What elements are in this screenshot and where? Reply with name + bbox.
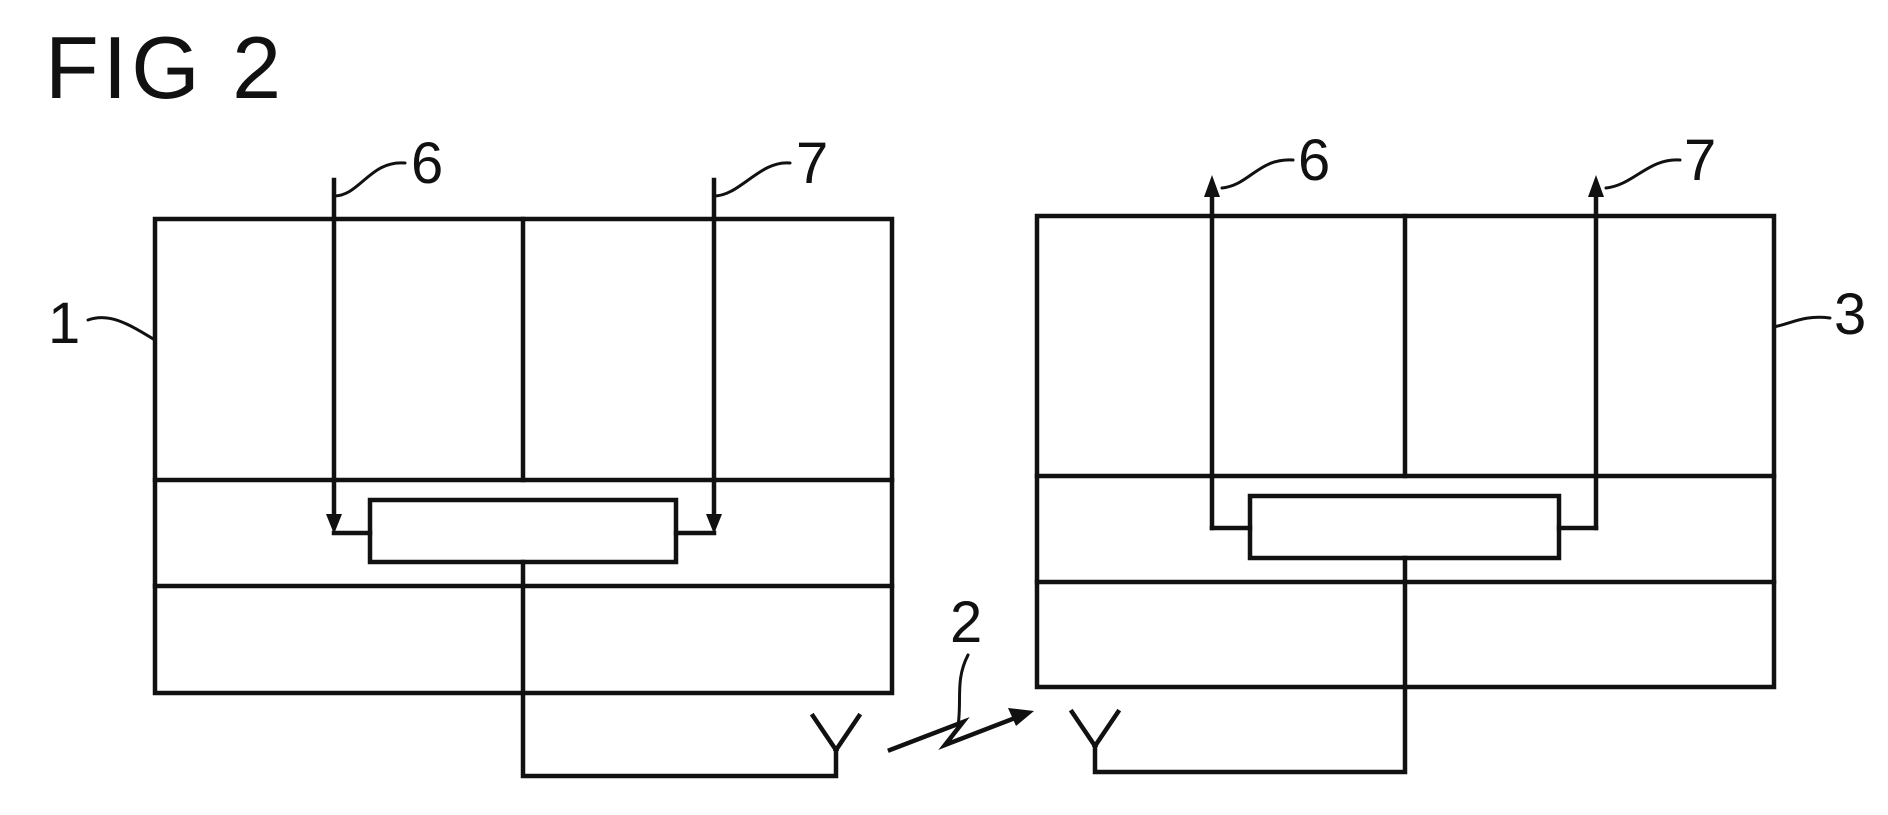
- label-7-left: 7: [796, 131, 828, 196]
- leader-1: [88, 318, 155, 340]
- transmitter-unit: [155, 180, 892, 776]
- label-7-right: 7: [1684, 128, 1716, 193]
- leader-6-left: [334, 163, 405, 196]
- receiver-antenna-feed: [1095, 558, 1405, 772]
- leader-3: [1774, 317, 1830, 327]
- wireless-link: [890, 708, 1034, 750]
- label-6-right: 6: [1298, 128, 1330, 193]
- receiver-unit: [1037, 175, 1774, 772]
- label-2: 2: [950, 590, 982, 655]
- leader-2: [958, 655, 968, 726]
- figure-title: FIG 2: [45, 18, 285, 117]
- leader-7-right: [1606, 160, 1680, 188]
- transmitter-antenna-icon: [813, 716, 859, 750]
- transmitter-processing-block: [370, 500, 676, 562]
- leader-6-right: [1222, 160, 1293, 188]
- receiver-antenna-icon: [1072, 712, 1118, 746]
- label-1: 1: [48, 291, 80, 356]
- leader-7-left: [714, 163, 790, 196]
- label-6-left: 6: [411, 131, 443, 196]
- label-3: 3: [1834, 282, 1866, 347]
- transmitter-antenna-feed: [523, 562, 836, 776]
- receiver-processing-block: [1250, 496, 1559, 558]
